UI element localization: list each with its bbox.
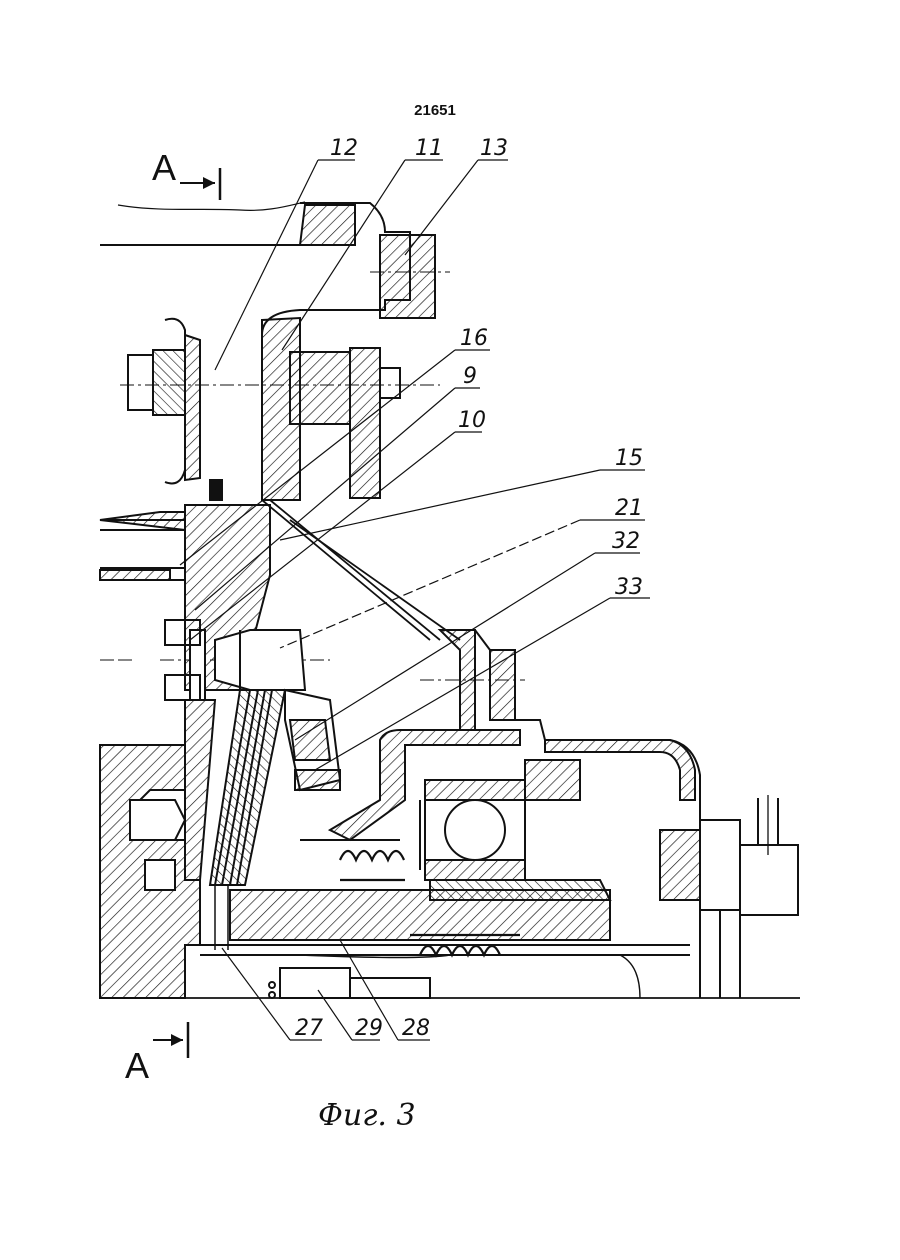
callout-11: 11 (415, 136, 443, 161)
section-marker-top: A (152, 147, 220, 200)
section-marker-bottom: A (125, 1022, 188, 1086)
section-label-bottom: A (125, 1045, 149, 1086)
callout-32: 32 (612, 529, 640, 554)
callout-10: 10 (458, 408, 486, 433)
lower-left-housing (100, 745, 200, 998)
callout-21: 21 (615, 496, 643, 521)
callout-15: 15 (615, 446, 643, 471)
bearing (420, 760, 580, 880)
callout-28: 28 (402, 1016, 430, 1041)
lower-shaft (200, 880, 690, 998)
callout-16: 16 (460, 326, 488, 351)
section-label-top: A (152, 147, 176, 188)
tie-rod (262, 500, 460, 640)
spring-upper (340, 851, 405, 880)
callout-27: 27 (295, 1016, 323, 1041)
callout-33: 33 (615, 575, 643, 600)
callout-12: 12 (330, 136, 358, 161)
callout-13: 13 (480, 136, 508, 161)
shaft-region (100, 505, 330, 700)
figure-caption: Фиг. 3 (318, 1098, 416, 1133)
callout-29: 29 (355, 1016, 383, 1041)
callout-9: 9 (463, 364, 477, 389)
